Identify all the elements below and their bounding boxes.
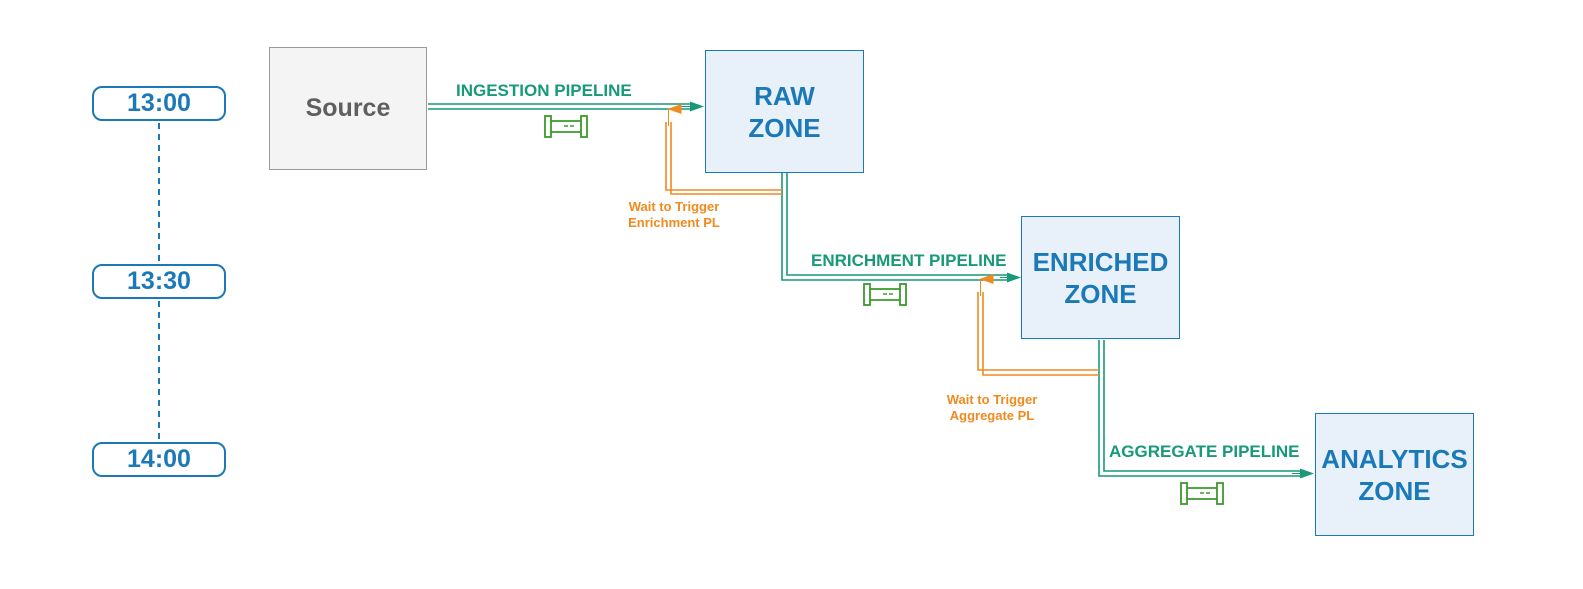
time-label: 13:00: [127, 89, 191, 117]
trigger-aggregate-connector: [977, 274, 1099, 376]
aggregate-pipeline-label: AGGREGATE PIPELINE: [1109, 442, 1300, 461]
raw-zone-line2: ZONE: [748, 112, 821, 143]
time-marker-1400: 14:00: [92, 442, 226, 477]
enriched-zone-node: ENRICHED ZONE: [1021, 216, 1180, 339]
analytics-zone-line1: ANALYTICS: [1321, 443, 1468, 474]
source-label: Source: [305, 94, 391, 122]
enrichment-trigger-line1: Wait to Trigger: [628, 199, 720, 214]
enriched-zone-line1: ENRICHED: [1032, 246, 1169, 277]
aggregate-trigger-label: Wait to Trigger Aggregate PL: [940, 392, 1044, 424]
time-marker-1300: 13:00: [92, 86, 226, 121]
enriched-zone-line2: ZONE: [1064, 278, 1137, 309]
analytics-zone-line2: ZONE: [1358, 475, 1431, 506]
ingestion-connector: [428, 101, 704, 112]
enrichment-trigger-line2: Enrichment PL: [628, 215, 720, 230]
enrichment-trigger-label: Wait to Trigger Enrichment PL: [622, 199, 726, 231]
time-marker-1330: 13:30: [92, 264, 226, 299]
raw-zone-node: RAW ZONE: [705, 50, 864, 173]
trigger-enrichment-connector: [665, 104, 782, 195]
pipe-icon: [1180, 482, 1224, 505]
time-label: 14:00: [127, 445, 191, 473]
aggregate-trigger-line1: Wait to Trigger: [946, 392, 1038, 407]
raw-zone-line1: RAW: [754, 80, 815, 111]
aggregate-trigger-line2: Aggregate PL: [949, 408, 1035, 423]
ingestion-pipeline-label: INGESTION PIPELINE: [456, 81, 632, 100]
enrichment-connector: [781, 173, 1021, 283]
time-label: 13:30: [127, 267, 191, 295]
analytics-zone-node: ANALYTICS ZONE: [1315, 413, 1474, 536]
pipe-icon: [544, 115, 588, 138]
aggregate-connector: [1098, 340, 1314, 479]
pipe-icon: [863, 283, 907, 306]
enrichment-pipeline-label: ENRICHMENT PIPELINE: [811, 251, 1007, 270]
source-node: Source: [269, 47, 427, 170]
